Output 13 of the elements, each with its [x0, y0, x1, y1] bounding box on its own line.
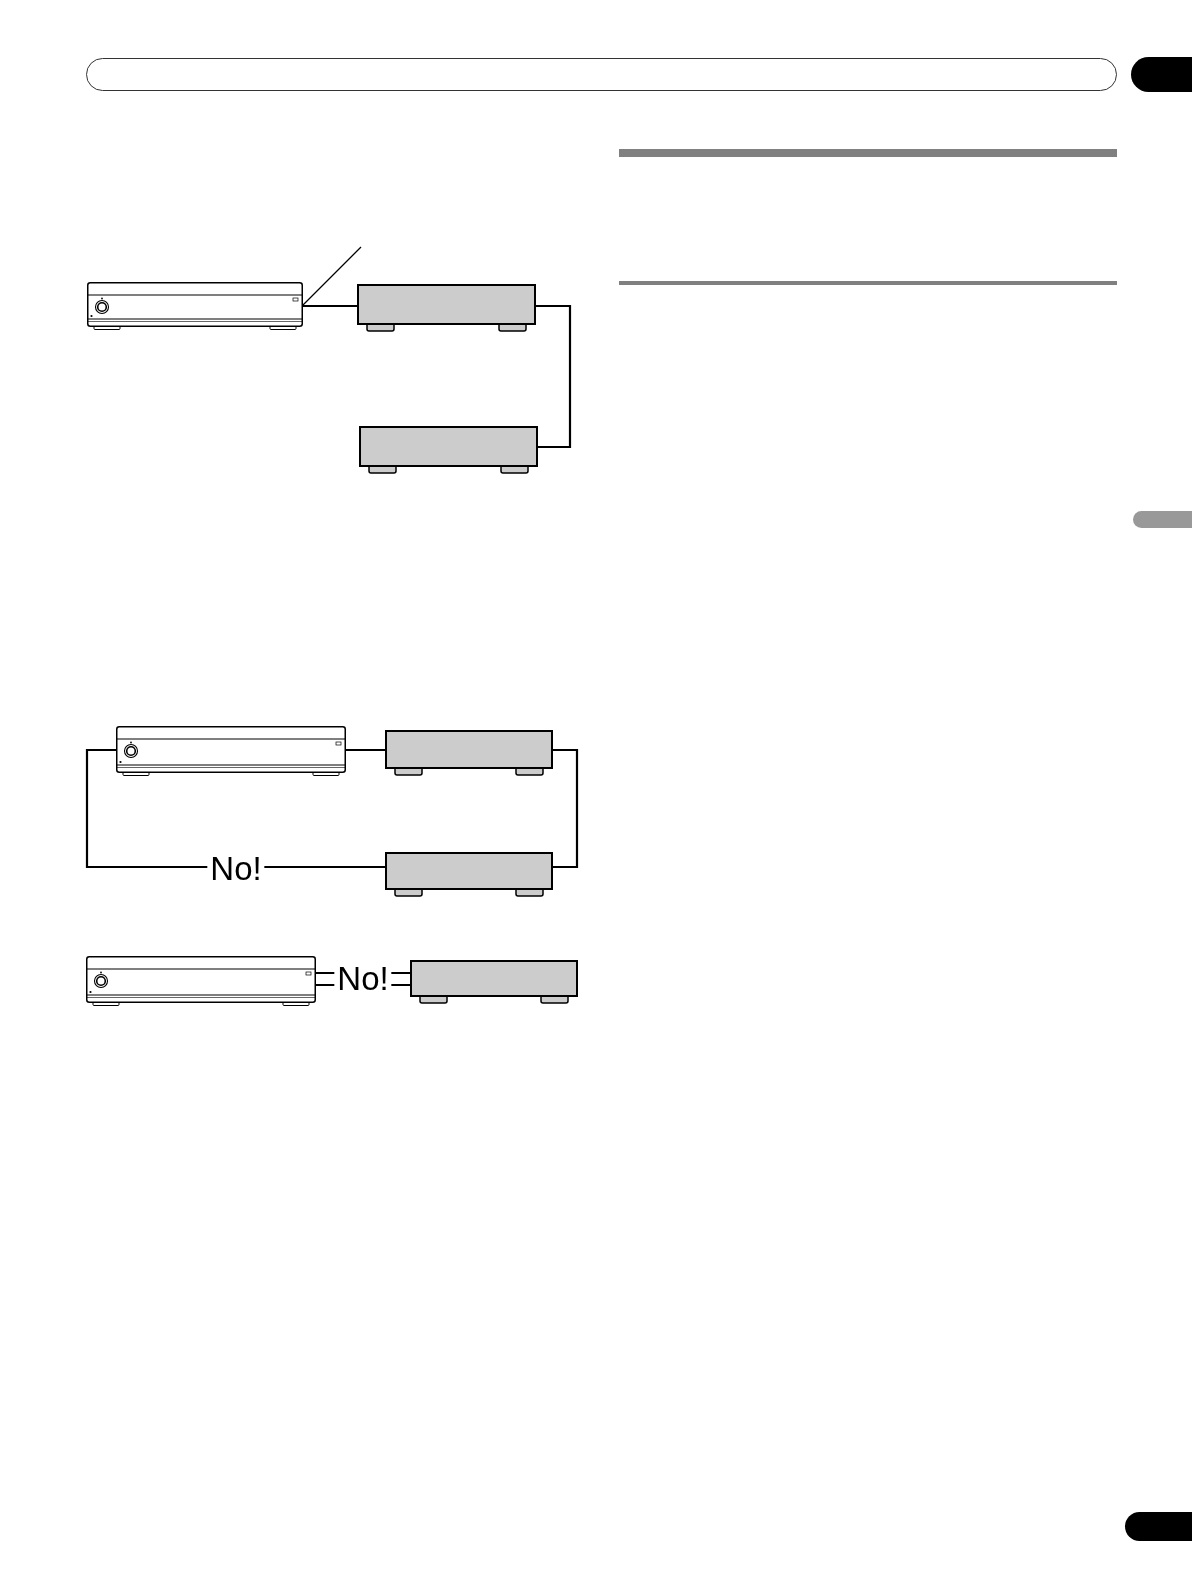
component-unit-drawing — [385, 730, 553, 776]
cable-line — [553, 748, 579, 869]
component-unit-drawing — [357, 284, 536, 332]
component-unit-drawing — [385, 852, 553, 897]
receiver-unit-drawing — [86, 956, 316, 1006]
receiver-unit-drawing — [87, 282, 303, 330]
cable-line — [346, 748, 385, 752]
receiver-unit-drawing — [116, 726, 346, 776]
cable-line — [303, 304, 357, 308]
leader-line — [302, 246, 362, 306]
component-unit-drawing — [359, 426, 538, 474]
cable-line — [536, 304, 572, 449]
component-unit-drawing — [410, 960, 578, 1004]
